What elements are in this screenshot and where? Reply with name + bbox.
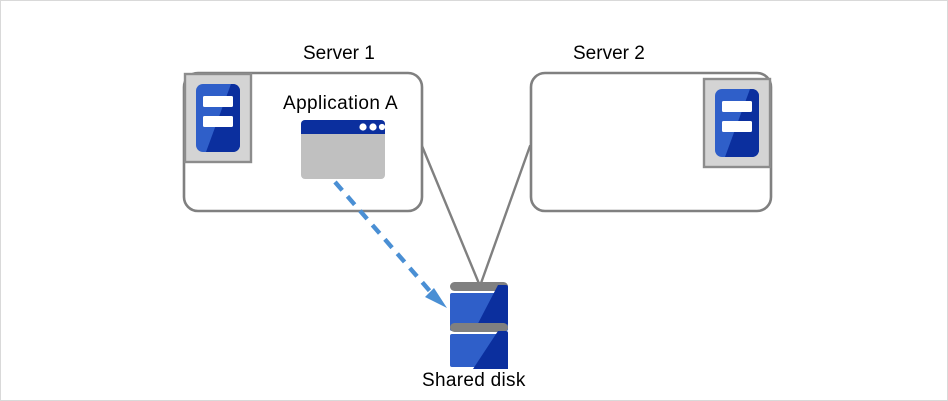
database-disk-icon <box>450 282 508 369</box>
server-icon <box>702 77 772 169</box>
server2-label: Server 2 <box>573 43 645 64</box>
application-label: Application A <box>283 93 399 114</box>
connector-server2-to-disk <box>478 144 532 288</box>
server-icon <box>183 72 253 164</box>
application-access-arrow <box>333 180 447 308</box>
application-window-icon <box>301 120 386 179</box>
server1-label: Server 1 <box>303 43 375 64</box>
connector-server1-to-disk <box>420 144 482 288</box>
shared-disk-label: Shared disk <box>422 370 526 391</box>
